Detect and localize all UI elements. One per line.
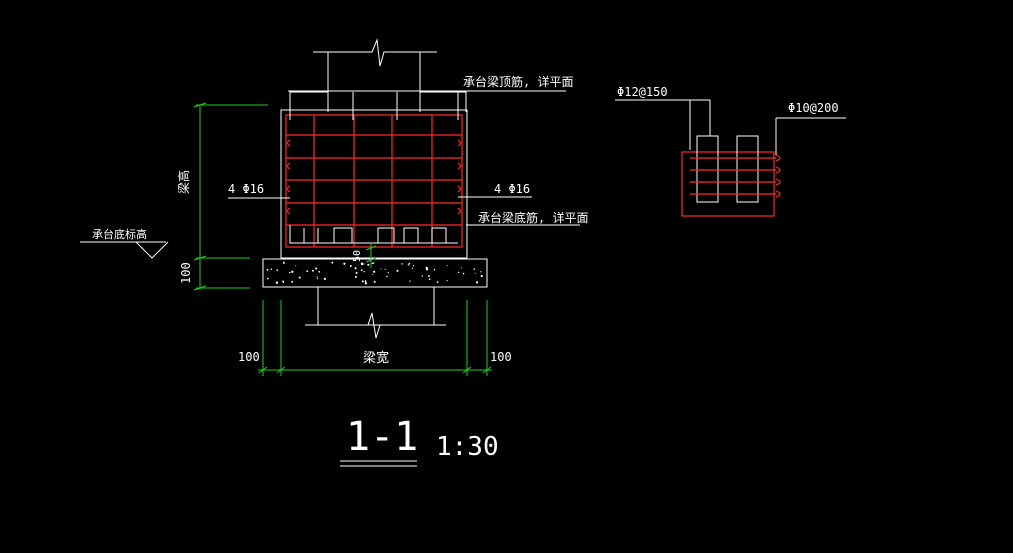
speckle-dot xyxy=(323,277,326,280)
speckle-dot xyxy=(266,277,269,280)
speckle-dot xyxy=(276,269,279,271)
speckle-dot xyxy=(270,268,273,270)
speckle-dot xyxy=(311,269,314,272)
label-bottom-rebar: 承台梁底筋, 详平面 xyxy=(478,210,588,225)
speckle-dot xyxy=(408,262,411,265)
speckle-dot xyxy=(401,263,403,265)
speckle-dot xyxy=(446,265,448,267)
label-cap-bottom-level: 承台底标高 xyxy=(92,227,147,241)
speckle-dot xyxy=(306,270,309,273)
speckle-dot xyxy=(473,268,476,270)
dim-cushion: 100 xyxy=(179,262,193,284)
speckle-dot xyxy=(266,268,269,271)
speckle-dot xyxy=(317,277,319,279)
speckle-dot xyxy=(315,267,318,270)
level-symbol xyxy=(80,241,169,259)
speckle-dot xyxy=(282,281,285,284)
label-stirrup-b: Φ10@200 xyxy=(788,101,839,115)
speckle-dot xyxy=(316,276,318,278)
speckle-dot xyxy=(372,273,374,275)
speckle-dot xyxy=(407,264,409,266)
speckle-dot xyxy=(343,262,346,265)
speckle-dot xyxy=(428,275,430,277)
label-stirrup-a: Φ12@150 xyxy=(617,85,668,99)
speckle-dot xyxy=(291,280,294,283)
speckle-dot xyxy=(380,268,382,270)
speckle-dot xyxy=(428,278,431,281)
speckle-dot xyxy=(363,271,365,273)
speckle-dot xyxy=(480,271,482,273)
speckle-dot xyxy=(360,262,364,265)
speckle-dot xyxy=(373,280,376,283)
cushion-hatch xyxy=(266,261,483,285)
speckle-dot xyxy=(291,270,294,273)
section-title: 1-1 1:30 xyxy=(340,414,499,467)
speckle-dot xyxy=(409,280,411,282)
speckle-dot xyxy=(433,268,436,271)
dim-beam-height: 梁高 xyxy=(176,170,191,194)
label-top-rebar: 承台梁顶筋, 详平面 xyxy=(463,74,573,89)
speckle-dot xyxy=(387,272,389,274)
speckle-dot xyxy=(349,265,352,267)
speckle-dot xyxy=(275,281,279,284)
dim-cover: 50 xyxy=(352,250,363,262)
speckle-dot xyxy=(295,265,297,267)
speckle-dot xyxy=(318,270,321,273)
label-side-bars-left: 4 Φ16 xyxy=(228,182,264,196)
speckle-dot xyxy=(460,267,462,269)
title-section-name: 1-1 xyxy=(346,414,418,460)
speckle-dot xyxy=(364,280,367,283)
speckle-dot xyxy=(364,282,368,285)
dimensions xyxy=(193,102,492,376)
speckle-dot xyxy=(412,265,415,267)
speckle-dot xyxy=(289,271,291,274)
speckle-dot xyxy=(361,280,364,283)
title-scale: 1:30 xyxy=(436,432,499,462)
speckle-dot xyxy=(354,267,357,270)
speckle-dot xyxy=(384,268,386,270)
speckle-dot xyxy=(386,275,388,278)
speckle-dot xyxy=(462,272,465,275)
speckle-dot xyxy=(373,262,375,264)
speckle-dot xyxy=(298,276,301,279)
label-side-bars-right: 4 Φ16 xyxy=(494,182,530,196)
speckle-dot xyxy=(446,280,448,282)
speckle-dot xyxy=(411,267,414,269)
rebar-cage xyxy=(285,114,463,248)
speckle-dot xyxy=(476,281,479,284)
speckle-dot xyxy=(355,271,358,274)
speckle-dot xyxy=(360,269,363,272)
speckle-dot xyxy=(396,269,399,272)
speckle-dot xyxy=(363,263,365,265)
speckle-dot xyxy=(354,276,357,278)
speckle-dot xyxy=(283,262,285,265)
stirrup-detail xyxy=(615,99,846,217)
rebar-pointers xyxy=(228,90,580,244)
speckle-dot xyxy=(474,272,476,274)
dim-left-offset: 100 xyxy=(238,350,260,364)
speckle-dot xyxy=(458,271,460,274)
speckle-dot xyxy=(373,270,376,273)
speckle-dot xyxy=(331,261,334,264)
section-outline xyxy=(262,38,488,339)
speckle-dot xyxy=(371,262,374,265)
speckle-dot xyxy=(436,281,439,283)
speckle-dot xyxy=(481,275,483,278)
speckle-dot xyxy=(425,268,429,271)
speckle-dot xyxy=(367,263,370,266)
dim-beam-width: 梁宽 xyxy=(363,350,389,366)
dim-right-offset: 100 xyxy=(490,350,512,364)
speckle-dot xyxy=(421,275,423,277)
